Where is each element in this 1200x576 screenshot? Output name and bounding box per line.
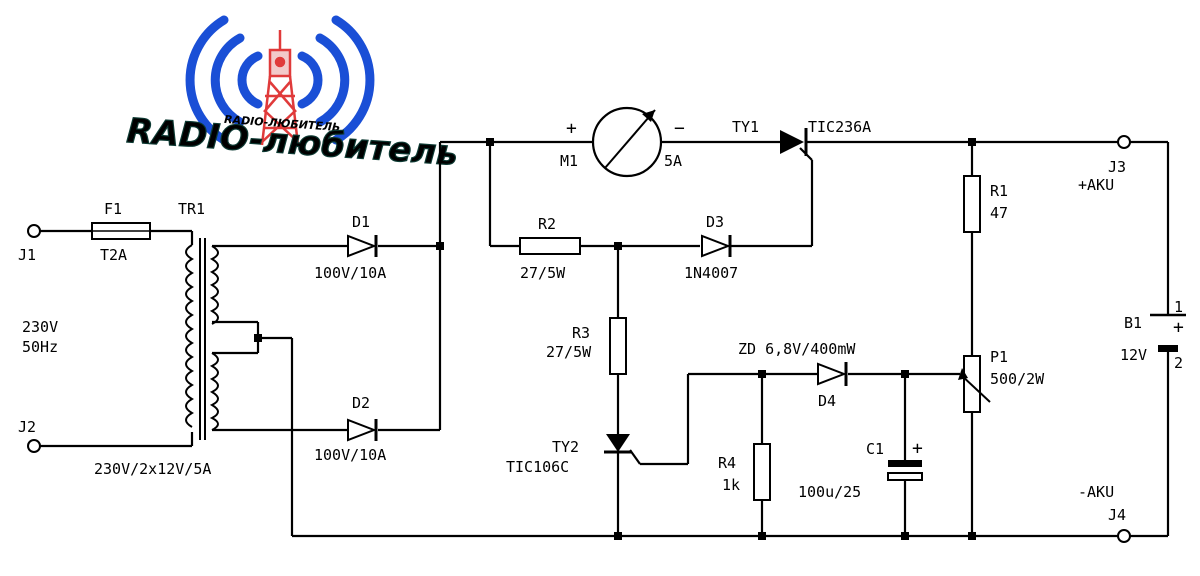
j4-label: J4 xyxy=(1108,506,1126,524)
ty2-value: TIC106C xyxy=(506,458,569,476)
terminal-j3: J3 +AKU xyxy=(1078,135,1131,194)
ty2-label: TY2 xyxy=(552,438,579,456)
f1-value: T2A xyxy=(100,246,127,264)
terminal-j2: J2 xyxy=(18,418,41,453)
battery-b1: B1 12V 1 + 2 xyxy=(1120,298,1186,372)
d3-label: D3 xyxy=(706,213,724,231)
m1-label: M1 xyxy=(560,152,578,170)
terminal-j4: -AKU J4 xyxy=(1078,483,1131,543)
mains-frequency-label: 50Hz xyxy=(22,338,58,356)
d4-label: D4 xyxy=(818,392,836,410)
transformer-tr1: TR1 230V/2x12V/5A xyxy=(94,200,219,478)
resistor-r3: R3 27/5W xyxy=(546,317,627,375)
b1-value: 12V xyxy=(1120,346,1147,364)
zd-label: ZD 6,8V/400mW xyxy=(738,340,856,358)
plus-aku-label: +AKU xyxy=(1078,176,1114,194)
mains-voltage-label: 230V xyxy=(22,318,58,336)
r3-value: 27/5W xyxy=(546,343,592,361)
resistor-r2: R2 27/5W xyxy=(519,215,581,282)
m1-minus-sign: − xyxy=(674,118,685,139)
terminal-j1: J1 xyxy=(18,224,41,264)
j1-label: J1 xyxy=(18,246,36,264)
thyristor-ty2: TY2 TIC106C xyxy=(506,434,632,476)
b1-pin1-label: 1 xyxy=(1174,298,1183,316)
radio-lyubitel-logo: RADIO-ЛЮБИТЕЛЬ RADIO-любитель xyxy=(125,15,460,175)
junction-dots xyxy=(254,138,976,540)
p1-value: 500/2W xyxy=(990,370,1045,388)
ty1-value: TIC236A xyxy=(808,118,871,136)
f1-label: F1 xyxy=(104,200,122,218)
radio-waves-icon xyxy=(185,15,375,145)
b1-plus-sign: + xyxy=(1173,317,1184,338)
minus-aku-label: -AKU xyxy=(1078,483,1114,501)
r3-label: R3 xyxy=(572,324,590,342)
r1-label: R1 xyxy=(990,182,1008,200)
resistor-r4: R4 1k xyxy=(718,443,771,501)
c1-plus-sign: + xyxy=(912,438,923,459)
c1-label: C1 xyxy=(866,440,884,458)
diode-d1: D1 100V/10A xyxy=(314,213,386,282)
d2-label: D2 xyxy=(352,394,370,412)
radio-tower-icon xyxy=(260,30,300,146)
diode-d2: D2 100V/10A xyxy=(314,394,386,464)
diode-d3: D3 1N4007 xyxy=(684,213,738,282)
r1-value: 47 xyxy=(990,204,1008,222)
m1-value: 5A xyxy=(664,152,682,170)
r4-label: R4 xyxy=(718,454,736,472)
potentiometer-p1: P1 500/2W xyxy=(958,348,1045,413)
wires xyxy=(40,140,1170,538)
d2-value: 100V/10A xyxy=(314,446,386,464)
j3-label: J3 xyxy=(1108,158,1126,176)
b1-label: B1 xyxy=(1124,314,1142,332)
c1-value: 100u/25 xyxy=(798,483,861,501)
resistor-r1: R1 47 xyxy=(963,175,1008,233)
m1-plus-sign: + xyxy=(566,118,577,139)
r2-value: 27/5W xyxy=(520,264,566,282)
d1-value: 100V/10A xyxy=(314,264,386,282)
thyristor-ty1: TY1 TIC236A xyxy=(732,118,871,156)
tr1-label: TR1 xyxy=(178,200,205,218)
fuse-f1: F1 T2A xyxy=(91,200,151,264)
r2-label: R2 xyxy=(538,215,556,233)
tr1-value: 230V/2x12V/5A xyxy=(94,460,211,478)
d1-label: D1 xyxy=(352,213,370,231)
ty1-label: TY1 xyxy=(732,118,759,136)
p1-label: P1 xyxy=(990,348,1008,366)
ammeter-m1: + − M1 5A xyxy=(560,106,685,178)
r4-value: 1k xyxy=(722,476,740,494)
zener-diode-d4: ZD 6,8V/400mW D4 xyxy=(738,340,856,410)
b1-pin2-label: 2 xyxy=(1174,354,1183,372)
j2-label: J2 xyxy=(18,418,36,436)
capacitor-c1: + C1 100u/25 xyxy=(798,438,923,501)
d3-value: 1N4007 xyxy=(684,264,738,282)
